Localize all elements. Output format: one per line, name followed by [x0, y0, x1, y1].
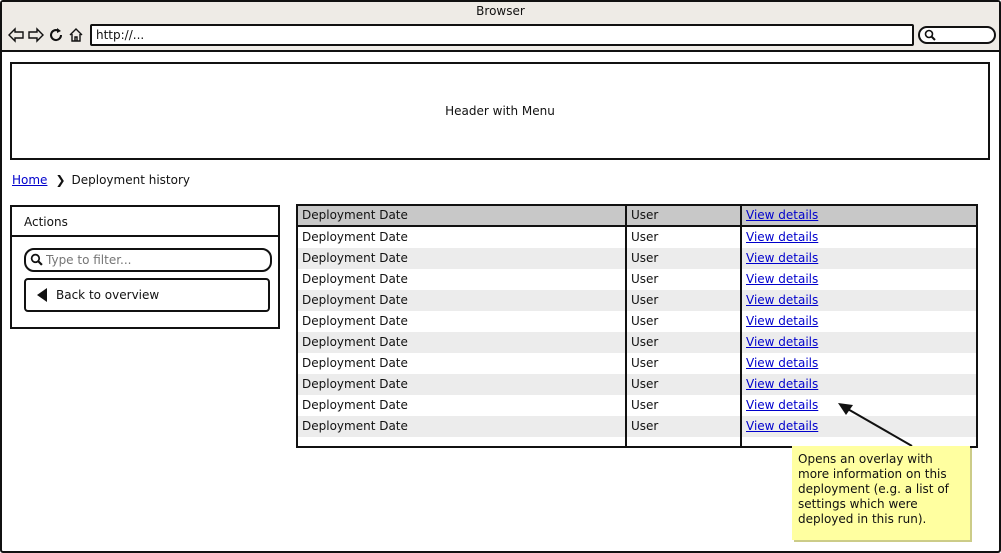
view-details-link[interactable]: View details	[746, 314, 819, 328]
table-cell-date: Deployment Date	[302, 208, 408, 222]
table-cell-date: Deployment Date	[302, 230, 408, 244]
table-cell-date: Deployment Date	[302, 356, 408, 370]
breadcrumb: Home ❯ Deployment history	[12, 173, 190, 187]
column-divider	[740, 206, 742, 446]
view-details-link[interactable]: View details	[746, 230, 819, 244]
header-label: Header with Menu	[445, 104, 555, 118]
view-details-link[interactable]: View details	[746, 356, 819, 370]
table-cell-date: Deployment Date	[302, 377, 408, 391]
table-row: Deployment Date User View details	[298, 227, 976, 248]
table-row: Deployment Date User View details	[298, 416, 976, 437]
window-title: Browser	[2, 2, 999, 20]
view-details-link[interactable]: View details	[746, 398, 819, 412]
table-row: Deployment Date User View details	[298, 311, 976, 332]
table-header-row: Deployment Date User View details	[298, 206, 976, 227]
table-cell-user: User	[631, 208, 659, 222]
view-details-link[interactable]: View details	[746, 251, 819, 265]
breadcrumb-home-link[interactable]: Home	[12, 173, 48, 187]
table-row: Deployment Date User View details	[298, 374, 976, 395]
table-cell-user: User	[631, 293, 659, 307]
table-cell-date: Deployment Date	[302, 272, 408, 286]
table-row: Deployment Date User View details	[298, 353, 976, 374]
table-cell-user: User	[631, 251, 659, 265]
reload-icon[interactable]	[48, 27, 64, 43]
table-cell-user: User	[631, 335, 659, 349]
table-cell-user: User	[631, 230, 659, 244]
table-row: Deployment Date User View details	[298, 290, 976, 311]
table-row: Deployment Date User View details	[298, 248, 976, 269]
browser-search-field[interactable]	[918, 26, 996, 44]
table-cell-user: User	[631, 356, 659, 370]
column-divider	[625, 206, 627, 446]
view-details-link[interactable]: View details	[746, 208, 819, 222]
table-cell-user: User	[631, 419, 659, 433]
filter-input[interactable]	[46, 251, 256, 269]
back-button-label: Back to overview	[56, 288, 160, 302]
address-bar[interactable]: http://...	[90, 24, 914, 46]
table-cell-date: Deployment Date	[302, 314, 408, 328]
search-icon	[30, 253, 43, 266]
header-with-menu: Header with Menu	[10, 62, 990, 160]
table-row: Deployment Date User View details	[298, 269, 976, 290]
view-details-link[interactable]: View details	[746, 335, 819, 349]
table-cell-user: User	[631, 398, 659, 412]
back-arrow-icon[interactable]	[8, 27, 24, 43]
forward-arrow-icon[interactable]	[28, 27, 44, 43]
view-details-link[interactable]: View details	[746, 293, 819, 307]
filter-field[interactable]	[24, 248, 272, 272]
table-row: Deployment Date User View details	[298, 332, 976, 353]
view-details-link[interactable]: View details	[746, 272, 819, 286]
back-to-overview-button[interactable]: Back to overview	[24, 278, 270, 312]
table-cell-date: Deployment Date	[302, 251, 408, 265]
deployment-history-table: Deployment Date User View details Deploy…	[296, 204, 978, 448]
actions-title: Actions	[12, 207, 278, 237]
table-cell-date: Deployment Date	[302, 398, 408, 412]
table-cell-date: Deployment Date	[302, 419, 408, 433]
browser-toolbar: http://...	[2, 20, 999, 52]
triangle-left-icon	[37, 288, 47, 302]
view-details-link[interactable]: View details	[746, 377, 819, 391]
table-row: Deployment Date User View details	[298, 395, 976, 416]
table-cell-user: User	[631, 377, 659, 391]
chevron-right-icon: ❯	[55, 173, 66, 187]
breadcrumb-current: Deployment history	[71, 173, 191, 187]
search-icon	[924, 29, 936, 41]
actions-panel: Actions Back to overview	[10, 205, 280, 329]
view-details-link[interactable]: View details	[746, 419, 819, 433]
table-cell-date: Deployment Date	[302, 293, 408, 307]
table-cell-date: Deployment Date	[302, 335, 408, 349]
note-text: Opens an overlay with more information o…	[798, 452, 949, 526]
callout-arrow	[838, 403, 913, 447]
home-icon[interactable]	[68, 27, 84, 43]
annotation-note: Opens an overlay with more information o…	[792, 446, 970, 540]
table-cell-user: User	[631, 272, 659, 286]
table-cell-user: User	[631, 314, 659, 328]
